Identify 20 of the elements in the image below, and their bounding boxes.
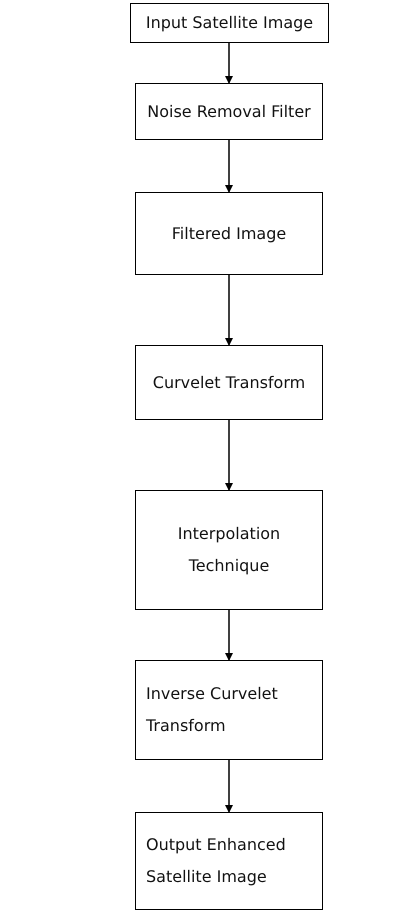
box-label: Input Satellite Image — [146, 12, 314, 34]
arrow — [225, 275, 233, 346]
arrow — [225, 760, 233, 813]
arrow — [225, 420, 233, 491]
process-box — [135, 660, 323, 760]
process-box — [135, 345, 323, 420]
arrow — [225, 43, 233, 84]
process-box — [135, 490, 323, 610]
process-box — [130, 3, 329, 43]
box-label: Inverse Curvelet Transform — [146, 683, 279, 737]
process-box — [135, 83, 323, 140]
process-box — [135, 812, 323, 910]
box-label: Output Enhanced Satellite Image — [146, 834, 287, 888]
arrow — [225, 610, 233, 661]
arrow — [225, 140, 233, 193]
box-label: Curvelet Transform — [152, 372, 306, 394]
box-label: Filtered Image — [172, 222, 286, 244]
process-box — [135, 192, 323, 275]
box-label: Interpolation Technique — [176, 523, 282, 577]
box-label: Noise Removal Filter — [147, 100, 311, 122]
